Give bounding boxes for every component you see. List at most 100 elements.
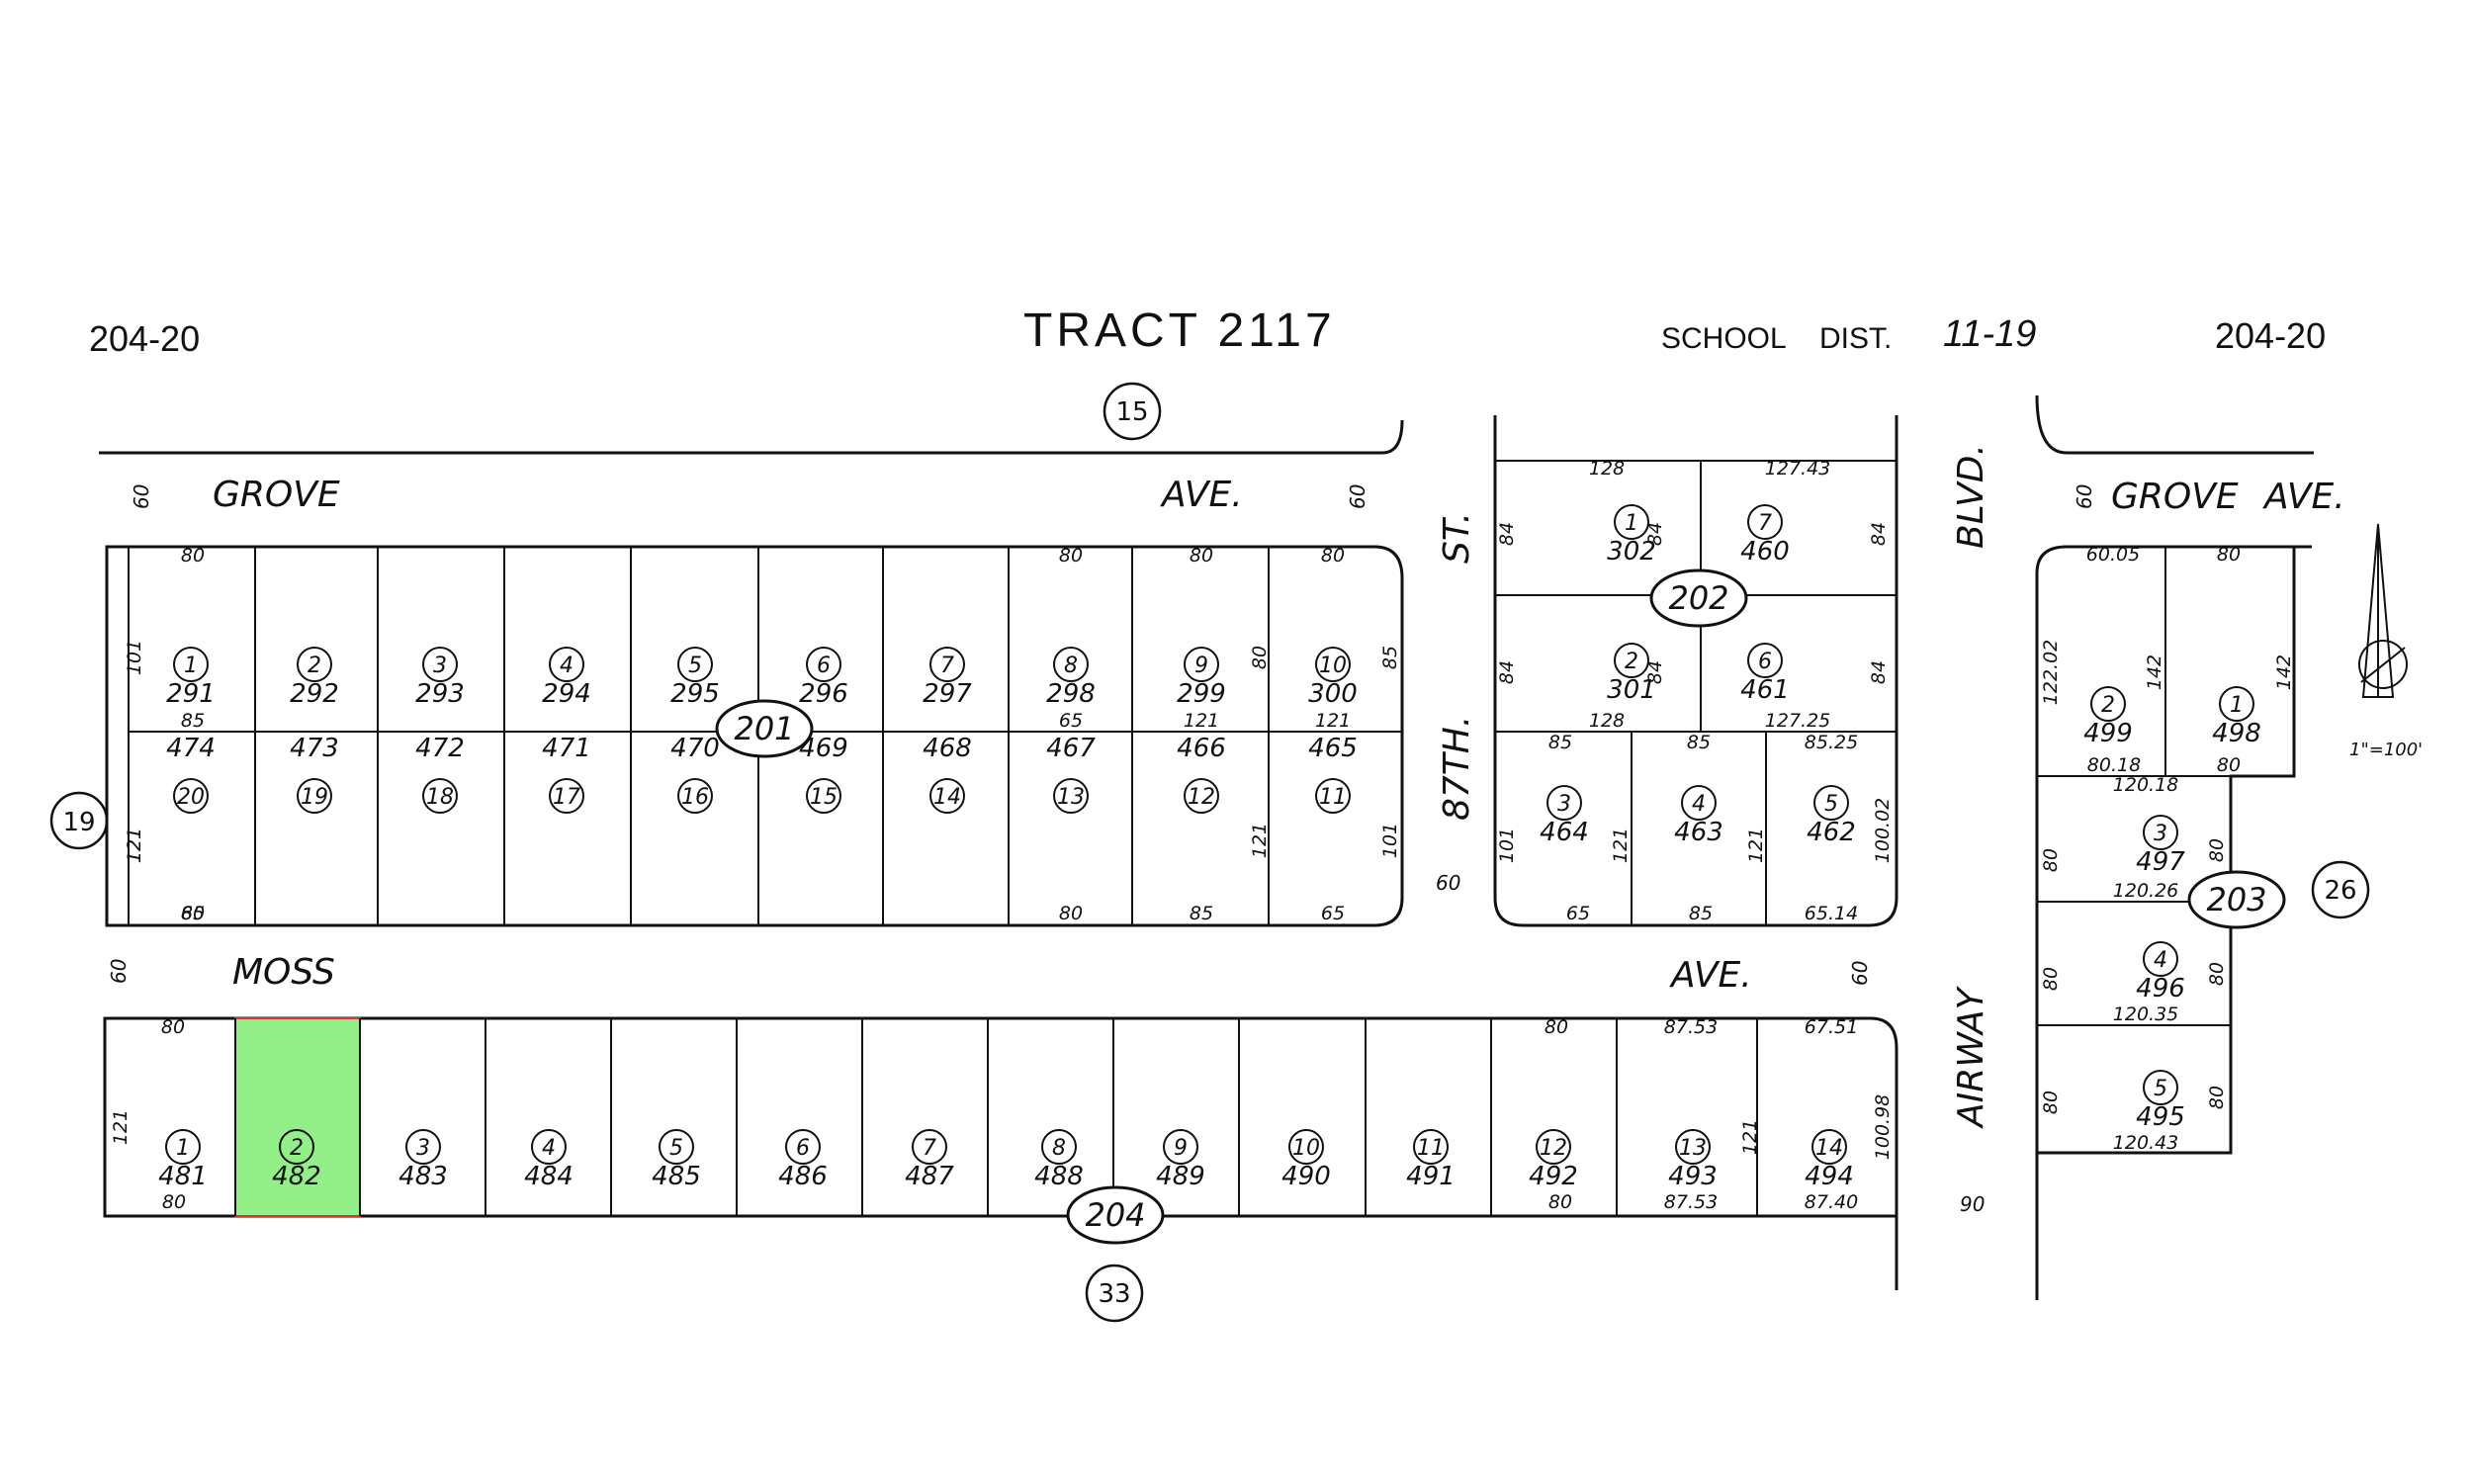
lot-circle	[1614, 643, 1649, 678]
lot-circle	[279, 1129, 314, 1165]
street-grove-east: GROVE	[2111, 477, 2239, 517]
dimension-label: 65	[1566, 903, 1590, 924]
apn-number: 469	[799, 734, 848, 763]
lot-number: 5	[2154, 1077, 2167, 1101]
lot-circle	[806, 778, 841, 814]
lot-number: 1	[184, 654, 198, 678]
street-st: ST.	[1437, 512, 1477, 564]
lot-number: 12	[1540, 1136, 1567, 1161]
block-numbers: 201 202 203 204	[734, 579, 2266, 1234]
street-moss-ave: AVE.	[1669, 955, 1752, 996]
lot-number: 7	[923, 1136, 936, 1161]
dimension-label: 121	[124, 828, 145, 863]
lot-number: 13	[1057, 785, 1085, 810]
lot-circle	[929, 647, 965, 682]
lot-number: 5	[669, 1136, 683, 1161]
lot-number: 6	[817, 654, 831, 678]
dimension-label: 80	[2206, 838, 2228, 862]
grove-east-north-line	[2035, 394, 2314, 455]
school-label: SCHOOL	[1661, 322, 1787, 355]
block-203-lots	[2037, 547, 2231, 1026]
dimension-label: 121	[1184, 710, 1219, 732]
dimension-label: 84	[1868, 660, 1890, 684]
lot-circle	[2143, 1070, 2178, 1105]
lot-circle	[173, 778, 209, 814]
lot-circle	[1675, 1129, 1711, 1165]
lot-circle	[165, 1129, 201, 1165]
lot-circle	[677, 647, 713, 682]
lot-number: 8	[1064, 654, 1078, 678]
lot-circle	[659, 1129, 694, 1165]
lot-circle	[1747, 504, 1783, 540]
ref-bottom: 33	[1098, 1279, 1130, 1309]
lot-number: 9	[1174, 1136, 1188, 1161]
street-grove-east-ave: AVE.	[2262, 477, 2345, 517]
dimension-label: 80	[1321, 545, 1345, 567]
lot-circle	[1413, 1129, 1449, 1165]
lot-circle	[405, 1129, 441, 1165]
lot-number: 3	[416, 1136, 430, 1161]
dimension-label: 121	[1745, 828, 1767, 863]
block-201-outline	[105, 545, 1404, 927]
dist-label: DIST.	[1819, 322, 1892, 355]
map-header: 204-20 TRACT 2117 SCHOOL DIST. 11-19 204…	[89, 305, 2326, 359]
dimension-label: 80	[1059, 903, 1083, 924]
apn-number: 466	[1177, 734, 1226, 763]
highlighted-parcel-482[interactable]	[234, 1017, 361, 1217]
lot-number: 2	[2101, 693, 2115, 718]
dimension-label: 80	[162, 1191, 186, 1213]
dimension-label: 85	[1687, 732, 1711, 753]
dimension-label: 60.05	[2086, 544, 2140, 566]
lot-number: 16	[681, 785, 709, 810]
street-grove-west-ave: AVE.	[1160, 475, 1243, 515]
apn-number: 487	[905, 1162, 954, 1191]
apn-number: 468	[923, 734, 972, 763]
